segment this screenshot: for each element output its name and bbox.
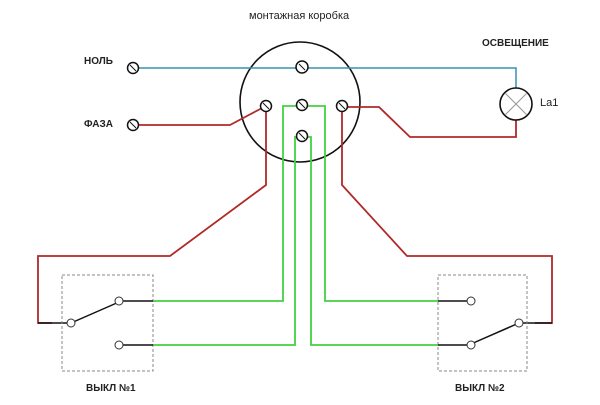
neutral-label: НОЛЬ (84, 56, 113, 67)
terminal-box-bottom (295, 129, 309, 143)
switch1-box (61, 274, 154, 372)
terminal-box-neutral (295, 60, 309, 74)
lamp-label: La1 (540, 97, 559, 109)
lamp-icon (499, 87, 533, 121)
terminal-box-right (335, 99, 349, 113)
terminal-box-middle (295, 98, 309, 112)
junction-box-title: монтажная коробка (249, 10, 350, 22)
lamp-to-switch2-wire (341, 110, 553, 324)
switch1-common-contact (66, 318, 76, 328)
terminal-box-left (259, 99, 273, 113)
phase-input-wire (137, 106, 265, 126)
switch2-box (437, 274, 528, 372)
junction-box (239, 41, 361, 163)
switch2-upper-contact (466, 296, 476, 306)
terminal-neutral-input (126, 61, 140, 75)
neutral-wire (137, 67, 517, 88)
switch1-lever (70, 301, 120, 324)
switch2-label: ВЫКЛ №2 (455, 383, 505, 394)
lighting-label: ОСВЕЩЕНИЕ (482, 38, 549, 49)
switch1-upper-contact (114, 296, 124, 306)
phase-to-switch1-wire (37, 110, 267, 324)
switch2-common-contact (514, 318, 524, 328)
switch2-lower-contact (466, 340, 476, 350)
phase-label: ФАЗА (84, 119, 113, 130)
switch2-lever (470, 322, 520, 345)
switch1-lower-contact (114, 340, 124, 350)
switch1-label: ВЫКЛ №1 (86, 383, 136, 394)
terminal-phase-input (126, 118, 140, 132)
traveler-wire-2 (153, 136, 438, 346)
lamp-return-wire (346, 106, 517, 138)
